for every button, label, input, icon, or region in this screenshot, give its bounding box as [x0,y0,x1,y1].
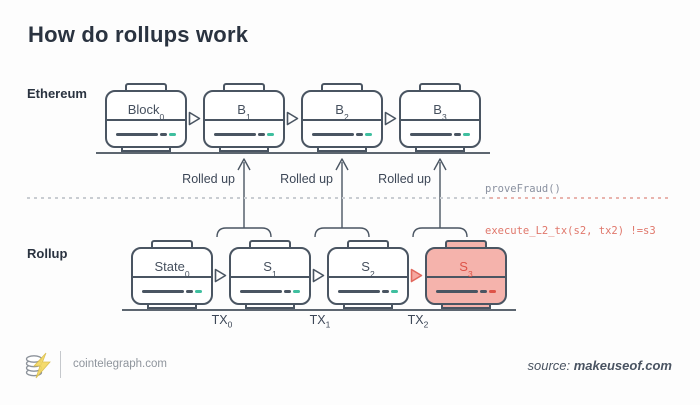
right-arrow-icon [384,111,397,126]
source-text: source: makeuseof.com [527,358,672,373]
teal-dash [169,133,176,136]
fraud-proof-code: proveFraud() execute_L2_tx(s2, tx2) !=s3 [485,154,656,266]
case-contents [133,276,211,303]
dashed-separator-highlight [490,197,672,199]
fraud-right-arrow-icon [410,268,423,283]
ground-line [390,152,490,154]
ground-line [318,309,418,311]
teal-dash [267,133,274,136]
ground-line [122,309,222,311]
case-contents [231,276,309,303]
rolled-up-label: Rolled up [280,172,333,186]
teal-dash [463,133,470,136]
teal-dash [391,290,398,293]
right-arrow-icon [312,268,325,283]
cointelegraph-logo-icon [25,352,51,379]
right-arrow-icon [188,111,201,126]
case-contents [107,119,185,146]
teal-dash [195,290,202,293]
page-title: How do rollups work [28,22,249,47]
case-contents [329,276,407,303]
case-contents [303,119,381,146]
ground-line [416,309,516,311]
rollup-row-label: Rollup [27,246,68,261]
ground-line [292,152,392,154]
case-contents [427,276,505,303]
up-arrow-connector [314,158,370,238]
teal-dash [365,133,372,136]
ethereum-row-label: Ethereum [27,86,87,101]
tx-label: TX2 [407,313,429,330]
ground-line [194,152,294,154]
site-text: cointelegraph.com [73,358,167,370]
ground-line [220,309,320,311]
code-line-provefraud: proveFraud() [485,183,561,195]
footer-divider [60,351,61,378]
red-dash [489,290,496,293]
right-arrow-icon [286,111,299,126]
ground-line [96,152,196,154]
teal-dash [293,290,300,293]
tx-label: TX1 [309,313,331,330]
up-arrow-connector [216,158,272,238]
tx-label: TX0 [211,313,233,330]
case-contents [401,119,479,146]
right-arrow-icon [214,268,227,283]
code-line-execute: execute_L2_tx(s2, tx2) !=s3 [485,225,656,237]
rolled-up-label: Rolled up [182,172,235,186]
up-arrow-connector [412,158,468,238]
source-name: makeuseof.com [573,358,672,373]
case-contents [205,119,283,146]
rolled-up-label: Rolled up [378,172,431,186]
dashed-separator [27,197,490,199]
